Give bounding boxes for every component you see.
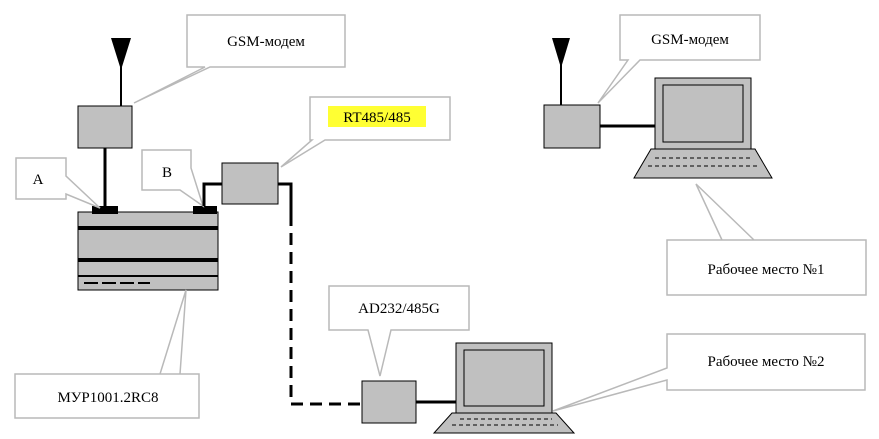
rt485-label: RT485/485 (343, 110, 410, 126)
callout-ad232 (328, 285, 470, 377)
controller-device-icon (77, 206, 219, 291)
rs485-dashed-line (289, 214, 362, 406)
callout-gsm-right (597, 14, 761, 104)
gsm-modem-left-label: GSM-модем (227, 34, 305, 50)
gsm-modem-right-box (543, 104, 601, 149)
callout-workstation-2 (552, 333, 866, 412)
ad232-label: AD232/485G (358, 301, 440, 317)
callout-gsm-left (133, 14, 346, 104)
laptop-icon-2 (432, 342, 576, 434)
ad232-converter-box (361, 380, 417, 424)
callout-controller (14, 289, 200, 419)
port-a-label: A (33, 172, 44, 188)
controller-label: МУР1001.2RC8 (57, 390, 158, 406)
antenna-icon-right (552, 38, 570, 105)
callout-workstation-1 (666, 183, 867, 296)
antenna-icon-left (111, 38, 131, 106)
rt485-highlight (328, 106, 426, 127)
laptop-icon-1 (633, 77, 773, 179)
callout-port-a (15, 157, 101, 209)
port-b-label: B (162, 165, 172, 181)
rt485-converter-box (221, 162, 279, 205)
workstation-2-label: Рабочее место №2 (708, 354, 825, 370)
gsm-modem-right-label: GSM-модем (651, 32, 729, 48)
workstation-1-label: Рабочее место №1 (708, 262, 825, 278)
gsm-modem-left-box (77, 105, 133, 149)
callout-port-b (141, 149, 205, 208)
